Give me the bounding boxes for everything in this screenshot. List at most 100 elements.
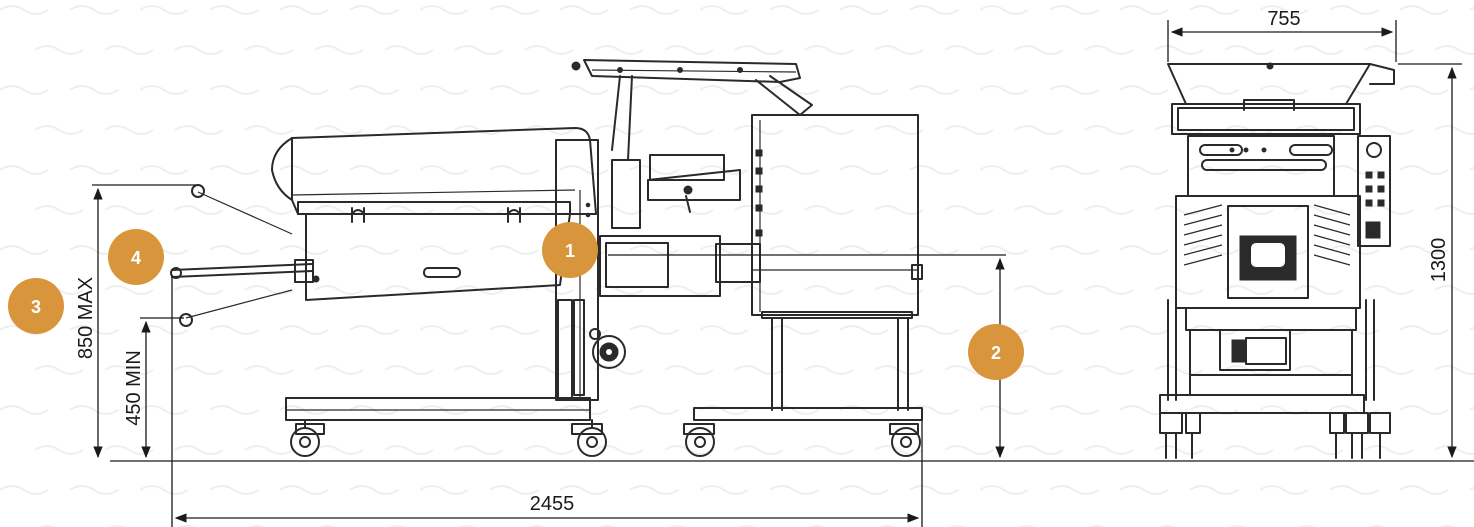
watermark-stroke xyxy=(209,325,259,335)
watermark-stroke xyxy=(629,245,679,255)
dimension-label-length: 2455 xyxy=(530,493,575,515)
watermark-stroke xyxy=(1014,205,1064,215)
watermark-stroke xyxy=(489,325,539,335)
svg-text:2: 2 xyxy=(991,343,1001,363)
watermark-stroke xyxy=(314,285,364,295)
watermark-stroke xyxy=(944,205,994,215)
watermark-stroke xyxy=(1049,485,1099,495)
watermark-stroke xyxy=(314,445,364,455)
svg-text:1: 1 xyxy=(565,241,575,261)
watermark-stroke xyxy=(524,205,574,215)
watermark-stroke xyxy=(1294,365,1344,375)
watermark-stroke xyxy=(874,125,924,135)
watermark-stroke xyxy=(244,285,294,295)
watermark-stroke xyxy=(1399,405,1449,415)
watermark-stroke xyxy=(104,125,154,135)
watermark-stroke xyxy=(839,245,889,255)
watermark-stroke xyxy=(314,125,364,135)
side-view-grinder-unit xyxy=(571,59,923,457)
watermark-stroke xyxy=(349,165,399,175)
watermark-stroke xyxy=(489,5,539,15)
watermark-stroke xyxy=(489,85,539,95)
watermark-stroke xyxy=(69,85,119,95)
watermark-stroke xyxy=(839,405,889,415)
watermark-stroke xyxy=(664,365,714,375)
watermark-stroke xyxy=(804,45,854,55)
watermark-stroke xyxy=(979,165,1029,175)
watermark-stroke xyxy=(804,125,854,135)
watermark-stroke xyxy=(769,5,819,15)
watermark-stroke xyxy=(909,5,959,15)
watermark-stroke xyxy=(314,45,364,55)
watermark-stroke xyxy=(139,85,189,95)
watermark-stroke xyxy=(419,245,469,255)
watermark-stroke xyxy=(244,125,294,135)
watermark-stroke xyxy=(594,125,644,135)
watermark-stroke xyxy=(174,365,224,375)
watermark-stroke xyxy=(1084,365,1134,375)
watermark-stroke xyxy=(909,485,959,495)
watermark-stroke xyxy=(104,45,154,55)
watermark-stroke xyxy=(454,365,504,375)
watermark-stroke xyxy=(454,205,504,215)
watermark-stroke xyxy=(279,85,329,95)
watermark-stroke xyxy=(1259,85,1309,95)
watermark-stroke xyxy=(1119,5,1169,15)
watermark-stroke xyxy=(244,365,294,375)
watermark-stroke xyxy=(34,45,84,55)
watermark-stroke xyxy=(559,85,609,95)
watermark-stroke xyxy=(1189,85,1239,95)
watermark-stroke xyxy=(104,285,154,295)
watermark-stroke xyxy=(944,445,994,455)
watermark-stroke xyxy=(699,405,749,415)
watermark-stroke xyxy=(279,485,329,495)
watermark-stroke xyxy=(839,5,889,15)
caster-wheel-mid-2 xyxy=(889,423,921,457)
watermark-stroke xyxy=(1014,45,1064,55)
watermark-stroke xyxy=(174,125,224,135)
watermark-stroke xyxy=(1049,5,1099,15)
watermark-stroke xyxy=(1049,85,1099,95)
dimension-width: 755 xyxy=(1167,8,1397,62)
watermark-stroke xyxy=(629,405,679,415)
watermark-stroke xyxy=(209,405,259,415)
watermark-stroke xyxy=(524,365,574,375)
watermark-stroke xyxy=(1329,245,1379,255)
watermark-stroke xyxy=(804,445,854,455)
watermark-stroke xyxy=(909,325,959,335)
watermark-stroke xyxy=(1469,6,1474,11)
watermark-stroke xyxy=(1259,485,1309,495)
watermark-stroke xyxy=(874,45,924,55)
badge-3: 3 xyxy=(8,278,64,334)
watermark-stroke xyxy=(279,165,329,175)
watermark-stroke xyxy=(1434,445,1474,455)
watermark-stroke xyxy=(839,165,889,175)
watermark-stroke xyxy=(34,445,84,455)
watermark-stroke xyxy=(0,5,49,15)
watermark-stroke xyxy=(244,205,294,215)
watermark-stroke xyxy=(139,405,189,415)
watermark-stroke xyxy=(139,485,189,495)
watermark-stroke xyxy=(699,245,749,255)
watermark-stroke xyxy=(839,85,889,95)
watermark-stroke xyxy=(1364,45,1414,55)
watermark-stroke xyxy=(874,205,924,215)
watermark-stroke xyxy=(1399,325,1449,335)
watermark-stroke xyxy=(1294,45,1344,55)
watermark-stroke xyxy=(349,85,399,95)
watermark-stroke xyxy=(0,245,49,255)
badge-2: 2 xyxy=(968,324,1024,380)
watermark-stroke xyxy=(804,205,854,215)
watermark-stroke xyxy=(909,405,959,415)
watermark-stroke xyxy=(139,165,189,175)
watermark-stroke xyxy=(0,485,49,495)
watermark-stroke xyxy=(1329,5,1379,15)
watermark-stroke xyxy=(489,485,539,495)
watermark-stroke xyxy=(734,365,784,375)
dimension-height: 1300 xyxy=(1398,63,1462,459)
watermark-stroke xyxy=(1224,45,1274,55)
watermark-stroke xyxy=(69,405,119,415)
watermark-stroke xyxy=(0,405,49,415)
watermark-stroke xyxy=(699,325,749,335)
watermark-stroke xyxy=(1469,166,1474,171)
